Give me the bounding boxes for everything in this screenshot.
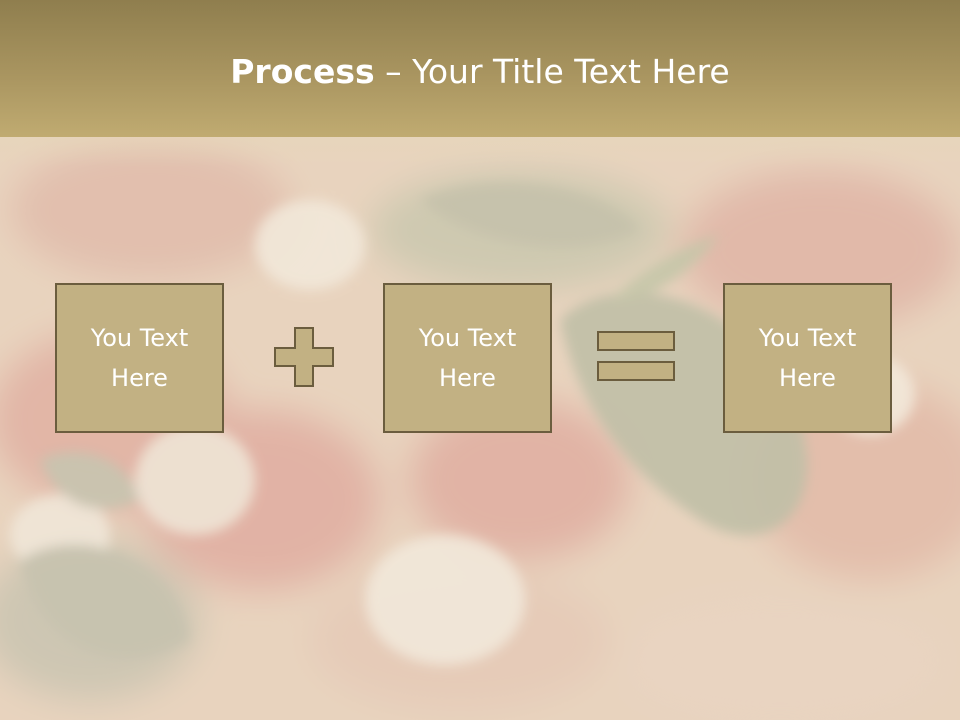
process-box-1-text: You Text Here: [91, 318, 189, 398]
process-box-3-line-1: You Text: [758, 324, 857, 352]
process-box-3-line-2: Here: [779, 364, 836, 392]
equals-icon: [597, 330, 675, 384]
process-box-3-text: You Text Here: [759, 318, 857, 398]
process-box-2[interactable]: You Text Here: [383, 283, 552, 433]
title-bar-shadow: [0, 137, 960, 167]
process-box-1-line-1: You Text: [90, 324, 189, 352]
process-box-1[interactable]: You Text Here: [55, 283, 224, 433]
plus-icon: [273, 326, 335, 388]
process-box-1-line-2: Here: [111, 364, 168, 392]
process-box-2-line-1: You Text: [418, 324, 517, 352]
process-box-2-text: You Text Here: [419, 318, 517, 398]
process-box-3[interactable]: You Text Here: [723, 283, 892, 433]
slide-title[interactable]: Process – Your Title Text Here: [0, 52, 960, 91]
process-box-2-line-2: Here: [439, 364, 496, 392]
slide-title-bold: Process: [230, 52, 375, 91]
slide-title-rest: – Your Title Text Here: [374, 52, 730, 91]
title-bar: [0, 0, 960, 137]
